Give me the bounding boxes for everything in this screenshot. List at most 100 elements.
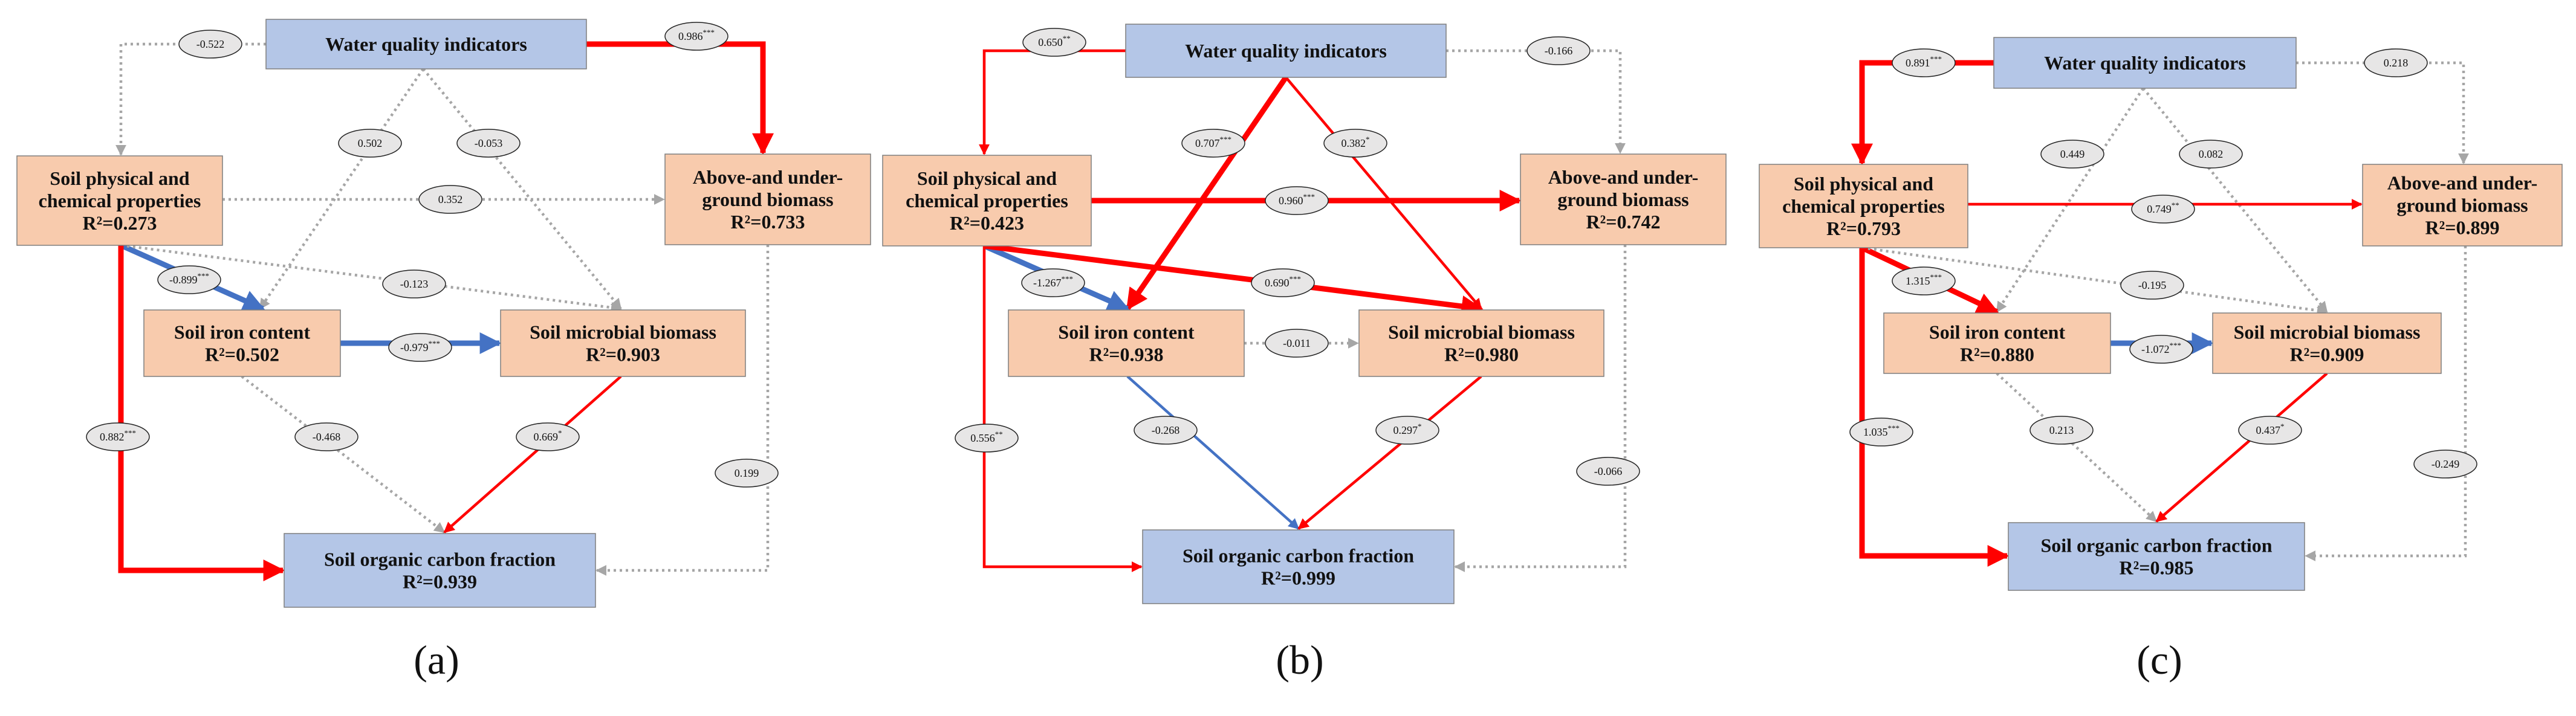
path-water-microbial (1285, 76, 1482, 310)
svg-text:0.690***: 0.690*** (1265, 274, 1301, 289)
coef-soil-pc-microbial: -0.195 (2120, 271, 2184, 300)
svg-text:-0.522: -0.522 (196, 38, 225, 50)
coef-microbial-soc: 0.437* (2238, 416, 2302, 445)
node-biomass-line-1: ground biomass (1557, 189, 1689, 210)
svg-text:0.502: 0.502 (358, 137, 383, 149)
node-water: Water quality indicators (265, 19, 587, 69)
node-iron-line-0: Soil iron content (1058, 321, 1195, 343)
panel-label-b: (b) (1276, 637, 1323, 683)
node-microbial-line-1: R²=0.909 (2290, 344, 2364, 366)
svg-text:0.669*: 0.669* (534, 428, 562, 443)
node-biomass-line-2: R²=0.899 (2425, 217, 2500, 239)
coef-water-microbial: -0.053 (456, 129, 521, 158)
svg-text:0.213: 0.213 (2049, 424, 2074, 436)
coef-soil-pc-microbial: 0.690*** (1251, 268, 1315, 297)
path-water-iron (259, 68, 424, 310)
node-iron-line-1: R²=0.502 (205, 344, 279, 366)
coef-iron-soc: -0.268 (1134, 416, 1198, 445)
path-water-iron (1125, 76, 1288, 311)
node-soc-line-0: Soil organic carbon fraction (324, 549, 556, 570)
path-microbial-soc (443, 375, 622, 534)
coef-soil-pc-microbial: -0.123 (382, 269, 446, 298)
panel-label-c: (c) (2136, 637, 2182, 683)
node-soil-pc-line-0: Soil physical and (917, 167, 1057, 189)
node-microbial-line-1: R²=0.980 (1444, 344, 1519, 366)
path-biomass-soc (595, 245, 770, 576)
coef-iron-soc: -0.468 (294, 422, 358, 451)
path-water-biomass (586, 41, 774, 155)
coef-biomass-soc: 0.199 (715, 459, 779, 488)
node-biomass-line-0: Above-and under- (1548, 166, 1699, 188)
coef-water-soil-pc: 0.891*** (1892, 48, 1956, 77)
panel-label-a: (a) (414, 637, 459, 683)
node-soc-line-0: Soil organic carbon fraction (2040, 535, 2272, 556)
coef-iron-microbial: -0.011 (1265, 329, 1329, 358)
svg-text:-0.066: -0.066 (1594, 465, 1623, 477)
coef-soil-pc-biomass: 0.352 (418, 185, 482, 214)
svg-text:-1.072***: -1.072*** (2141, 341, 2181, 355)
coef-iron-soc: 0.213 (2029, 416, 2094, 445)
node-water: Water quality indicators (1125, 24, 1447, 78)
coef-water-microbial: 0.082 (2179, 140, 2243, 169)
svg-text:-1.267***: -1.267*** (1033, 274, 1073, 289)
coef-water-iron: 0.449 (2040, 140, 2104, 169)
node-soil-pc-line-1: chemical properties (906, 190, 1068, 211)
node-biomass-line-1: ground biomass (702, 189, 833, 210)
coef-soil-pc-iron: -0.899*** (157, 265, 221, 294)
svg-text:0.749**: 0.749** (2147, 201, 2179, 215)
path-microbial-soc (1297, 375, 1482, 530)
node-soil-pc-line-1: chemical properties (39, 190, 201, 211)
svg-text:0.437*: 0.437* (2256, 422, 2285, 436)
node-soc-line-0: Soil organic carbon fraction (1183, 545, 1414, 567)
coef-soil-pc-iron: 1.315*** (1892, 266, 1956, 295)
svg-text:-0.166: -0.166 (1545, 45, 1573, 57)
node-soil-pc-line-2: R²=0.793 (1826, 218, 1901, 239)
path-water-soil-pc (115, 42, 266, 156)
node-biomass-line-2: R²=0.733 (731, 211, 805, 233)
svg-text:1.035***: 1.035*** (1863, 424, 1900, 438)
node-soil-pc-line-2: R²=0.423 (950, 212, 1024, 234)
coef-iron-microbial: -1.072*** (2129, 335, 2193, 364)
node-water-line-0: Water quality indicators (1185, 40, 1387, 62)
path-biomass-soc (2305, 246, 2467, 561)
node-iron-line-1: R²=0.938 (1089, 344, 1164, 366)
coef-biomass-soc: -0.249 (2413, 450, 2477, 479)
svg-text:-0.979***: -0.979*** (400, 339, 440, 353)
path-water-soil-pc (979, 49, 1126, 155)
coef-water-iron: 0.707*** (1181, 129, 1245, 158)
node-soil-pc-line-0: Soil physical and (50, 167, 189, 189)
svg-text:0.960***: 0.960*** (1279, 192, 1315, 207)
svg-text:0.707***: 0.707*** (1195, 135, 1231, 149)
svg-text:0.352: 0.352 (438, 193, 463, 205)
coef-iron-microbial: -0.979*** (388, 333, 452, 362)
coef-water-microbial: 0.382* (1323, 129, 1387, 158)
svg-text:0.297*: 0.297* (1393, 422, 1422, 436)
path-water-biomass (2296, 61, 2469, 164)
node-water-line-0: Water quality indicators (325, 33, 527, 55)
coef-soil-pc-biomass: 0.749** (2131, 195, 2195, 224)
coef-microbial-soc: 0.297* (1375, 416, 1439, 445)
svg-text:0.986***: 0.986*** (678, 28, 715, 42)
svg-text:-0.899***: -0.899*** (169, 271, 209, 286)
node-biomass-line-2: R²=0.742 (1586, 211, 1661, 233)
svg-text:-0.468: -0.468 (313, 431, 341, 443)
coef-water-biomass: 0.218 (2364, 48, 2428, 77)
coef-water-soil-pc: -0.522 (178, 30, 242, 59)
path-iron-soc (1996, 372, 2158, 523)
node-microbial-line-0: Soil microbial biomass (1388, 321, 1575, 343)
node-iron-line-0: Soil iron content (174, 321, 311, 343)
path-iron-soc (241, 375, 446, 534)
